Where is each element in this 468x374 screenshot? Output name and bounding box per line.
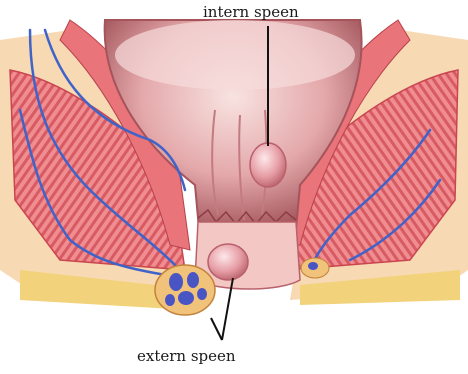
internal-hemorrhoid bbox=[250, 143, 286, 187]
internal-hemorrhoid-label: intern speen bbox=[203, 5, 299, 20]
external-hemorrhoid-label: extern speen bbox=[137, 349, 236, 364]
leader-line-external-b bbox=[211, 318, 222, 340]
external-hemorrhoid bbox=[208, 244, 248, 280]
